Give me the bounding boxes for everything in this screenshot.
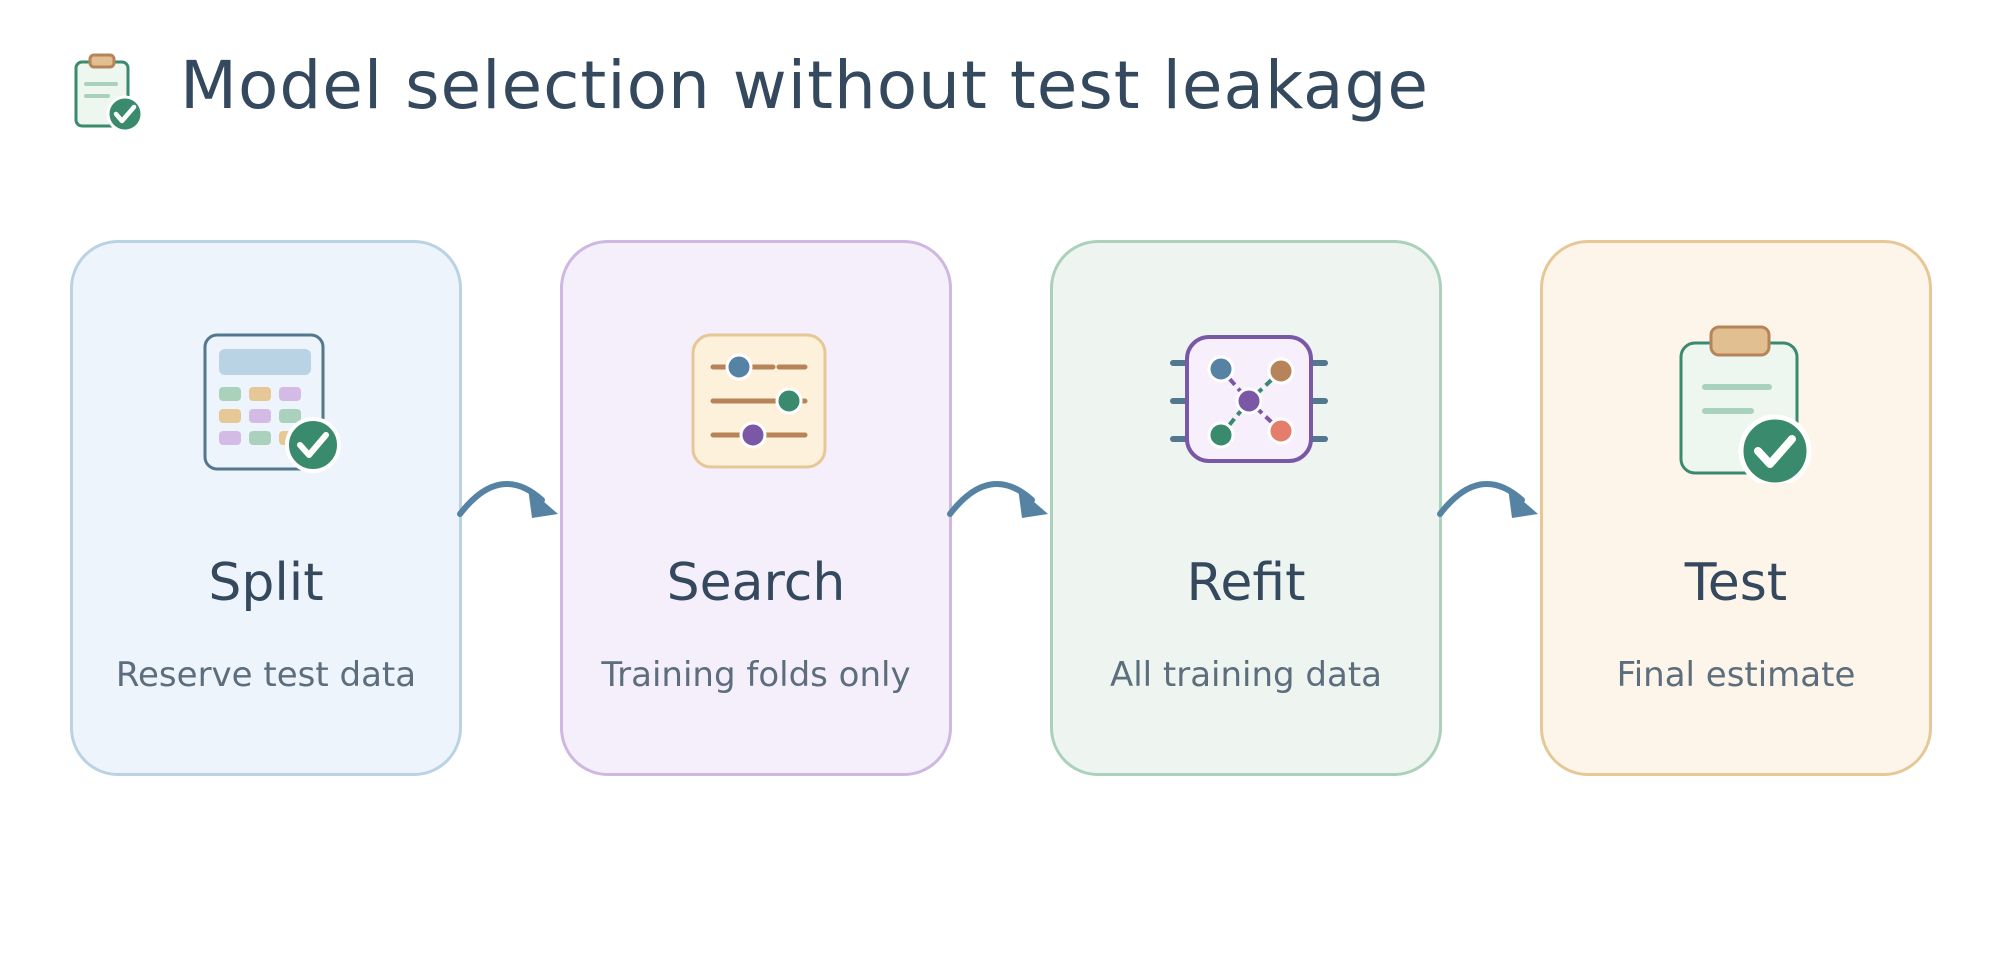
step-title: Refit xyxy=(1186,553,1306,613)
step-card-refit: Refit All training data xyxy=(1050,240,1442,776)
clipboard-check-icon xyxy=(74,53,144,133)
curved-arrow-icon xyxy=(457,481,558,518)
step-card-search: Search Training folds only xyxy=(560,240,952,776)
clipboard-check-icon xyxy=(1679,325,1812,483)
network-chip-icon xyxy=(1170,335,1328,463)
step-subtitle: Reserve test data xyxy=(115,655,417,695)
curved-arrow-icon xyxy=(1437,481,1538,518)
curved-arrow-icon xyxy=(947,481,1048,518)
step-title: Search xyxy=(666,553,846,613)
step-subtitle: Training folds only xyxy=(601,655,911,695)
sliders-icon xyxy=(691,333,827,469)
step-card-split: Split Reserve test data xyxy=(70,240,462,776)
step-subtitle: All training data xyxy=(1109,655,1383,695)
page-title: Model selection without test leakage xyxy=(180,47,1429,124)
step-subtitle: Final estimate xyxy=(1616,655,1856,695)
step-title: Test xyxy=(1684,553,1788,613)
step-title: Split xyxy=(208,553,324,613)
calculator-check-icon xyxy=(203,333,341,473)
step-card-test: Test Final estimate xyxy=(1540,240,1932,776)
